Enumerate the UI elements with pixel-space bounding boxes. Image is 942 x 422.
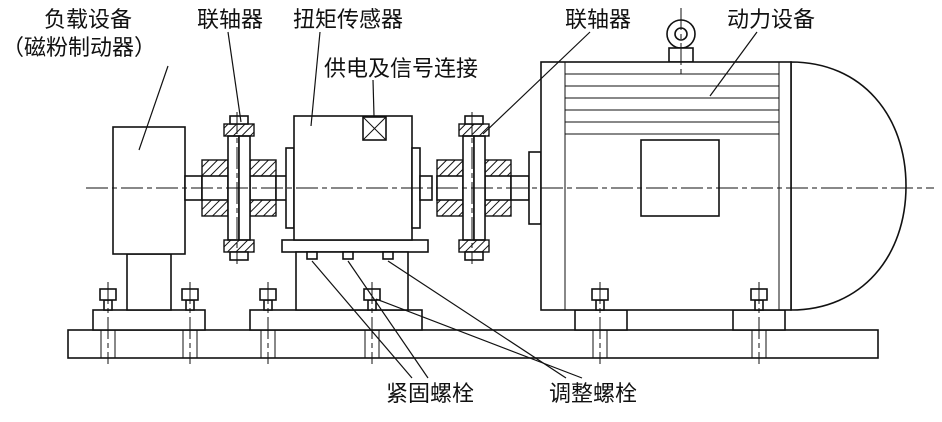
label-power-signal: 供电及信号连接 (324, 56, 478, 81)
label-torque-sensor: 扭矩传感器 (293, 7, 403, 32)
load-device-body (112, 126, 186, 255)
centerlines (86, 8, 934, 364)
coupling-left-bolt-top (223, 123, 255, 137)
motor-nameplate-box (640, 139, 720, 217)
leader-fastening-bolt-1 (311, 260, 413, 379)
label-fastening-bolt: 紧固螺栓 (386, 381, 474, 406)
sensor-body (293, 115, 413, 241)
load-device (92, 126, 206, 331)
motor-assembly (528, 19, 907, 331)
motor-foot-left (574, 309, 628, 331)
load-device-foot (92, 309, 206, 331)
leader-power-signal (372, 79, 375, 117)
sensor-foot (249, 309, 423, 331)
motor-fins (565, 73, 779, 135)
leader-adjust-bolt-2 (375, 298, 583, 379)
label-adjust-bolt: 调整螺栓 (549, 381, 637, 406)
sensor-mount-plate (281, 239, 429, 253)
leader-power-device (709, 31, 758, 97)
coupling-right-bolt-bottom (458, 239, 490, 253)
base-plate-holes (100, 330, 767, 358)
leader-coupling-right (482, 31, 591, 135)
coupling-left-bolt-bottom (223, 239, 255, 253)
leader-load-device (138, 65, 169, 151)
labels: 负载设备 （磁粉制动器） 联轴器 扭矩传感器 供电及信号连接 联轴器 动力设备 … (2, 7, 815, 406)
sensor-connector (362, 116, 387, 141)
load-device-pedestal (126, 253, 172, 311)
torque-sensor-assembly (249, 115, 429, 331)
sensor-plate-bolts (306, 251, 394, 260)
leader-torque-sensor (310, 31, 321, 127)
label-load-device-line1: 负载设备 (44, 7, 132, 32)
label-coupling-left: 联轴器 (197, 7, 263, 32)
motor-end-bell (790, 61, 907, 311)
label-coupling-right: 联轴器 (565, 7, 631, 32)
leader-adjust-bolt-1 (387, 260, 567, 379)
sensor-pedestal (295, 251, 409, 311)
leader-coupling-left (227, 31, 242, 123)
leader-fastening-bolt-2 (347, 260, 429, 379)
base-plate (67, 329, 879, 359)
label-load-device-line2: （磁粉制动器） (2, 35, 156, 60)
label-power-device: 动力设备 (727, 7, 815, 32)
coupling-right-bolt-top (458, 123, 490, 137)
leader-lines (138, 31, 758, 379)
